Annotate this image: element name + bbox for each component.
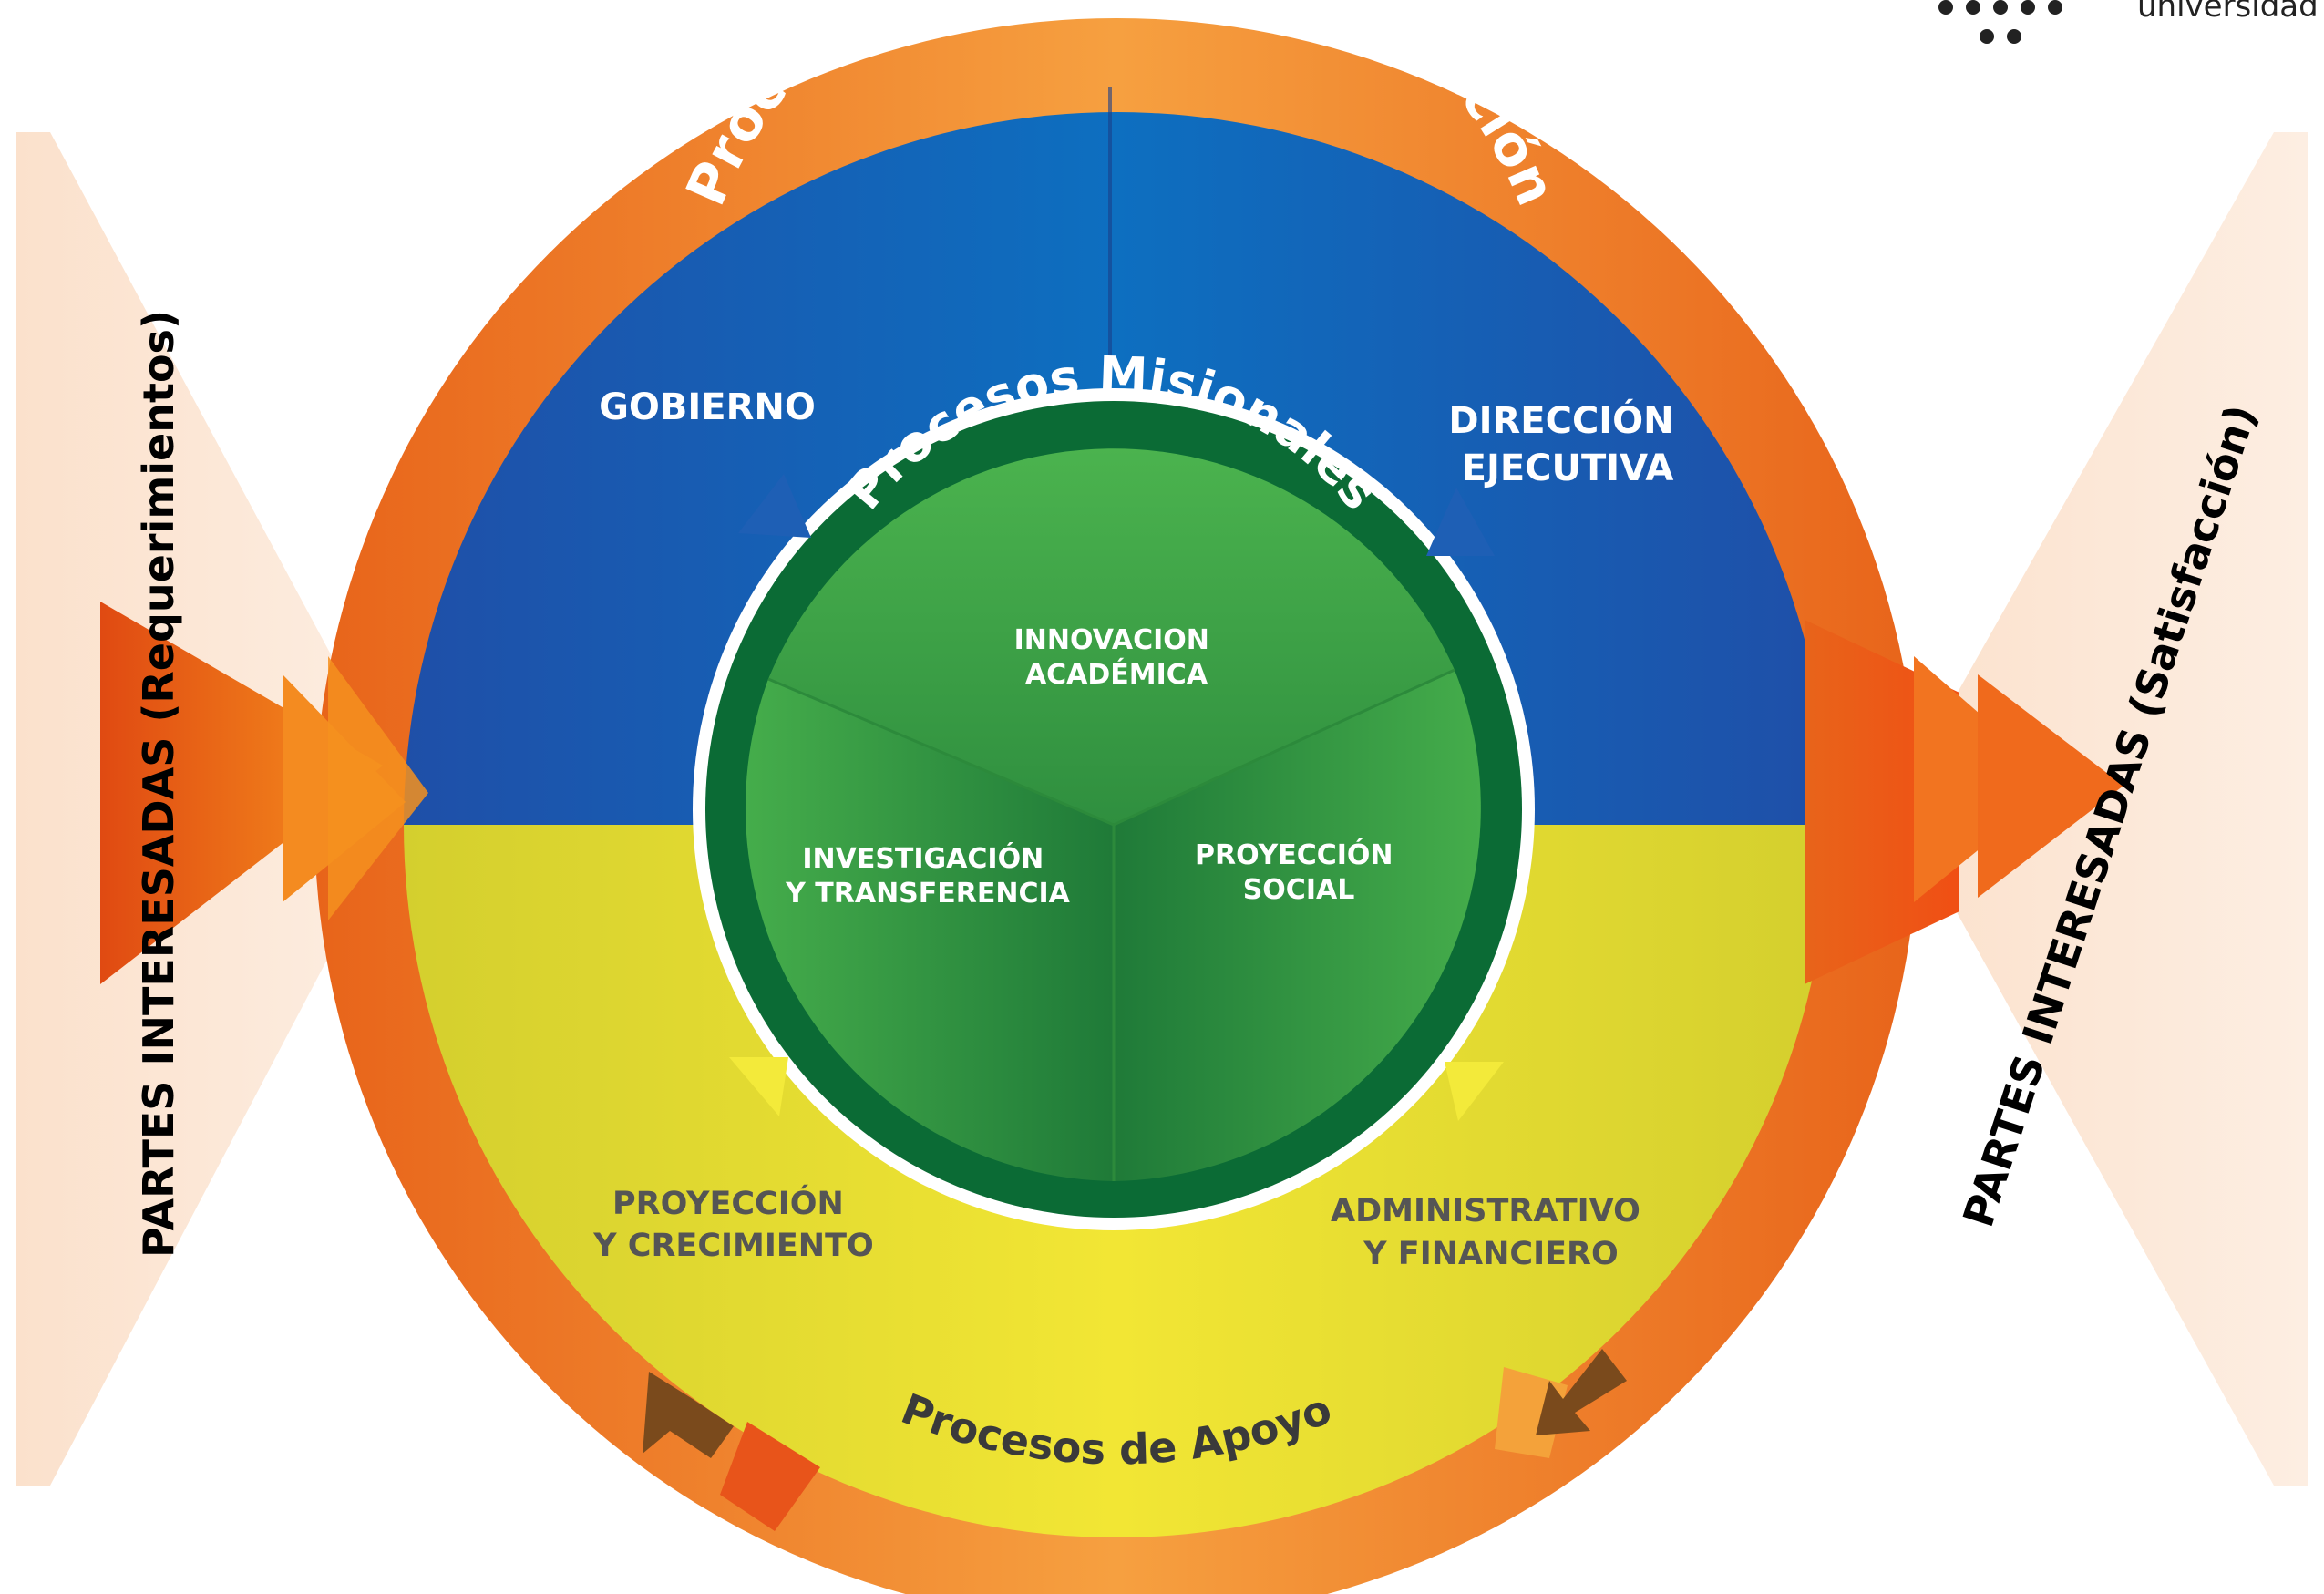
sector-investigacion xyxy=(745,679,1114,1181)
sector-innovacion xyxy=(768,448,1455,825)
proyeccion-social-label: PROYECCIÓN SOCIAL xyxy=(1195,838,1403,906)
right-stakeholder-wedge xyxy=(1896,132,2308,1486)
brand-logo: universidad xyxy=(1938,0,2319,44)
satisfaction-arrow xyxy=(1805,620,2123,984)
administrativo-financiero-label: ADMINISTRATIVO Y FINANCIERO xyxy=(1331,1193,1651,1272)
apoyo-left-arrowhead xyxy=(720,1422,820,1531)
apoyo-brown-arrow-right xyxy=(1536,1349,1627,1435)
missional-core xyxy=(745,448,1481,1181)
brand-text: universidad xyxy=(2137,0,2319,25)
direccion-label: DIRECCIÓN EJECUTIVA xyxy=(1448,398,1686,489)
proyeccion-crecimiento-label: PROYECCIÓN Y CRECIMIENTO xyxy=(592,1184,873,1264)
gobierno-label: GOBIERNO xyxy=(599,386,816,428)
innovacion-label: INNOVACION ACADÉMICA xyxy=(1014,624,1219,691)
administrativo-connector-arrow xyxy=(1445,1062,1504,1121)
stakeholders-left-label: PARTES INTERESADAS (Requerimientos) xyxy=(134,310,183,1258)
proyeccion-connector-arrow xyxy=(729,1057,788,1116)
sector-proyeccion-social xyxy=(1114,670,1481,1181)
direccion-connector-arrow xyxy=(1426,488,1495,556)
requirements-arrow xyxy=(100,602,428,984)
apoyo-cycle xyxy=(643,1349,1627,1531)
gobierno-connector-arrow xyxy=(738,474,811,538)
investigacion-label: INVESTIGACIÓN Y TRANSFERENCIA xyxy=(785,841,1071,910)
apoyo-brown-arrow-left xyxy=(643,1372,734,1458)
